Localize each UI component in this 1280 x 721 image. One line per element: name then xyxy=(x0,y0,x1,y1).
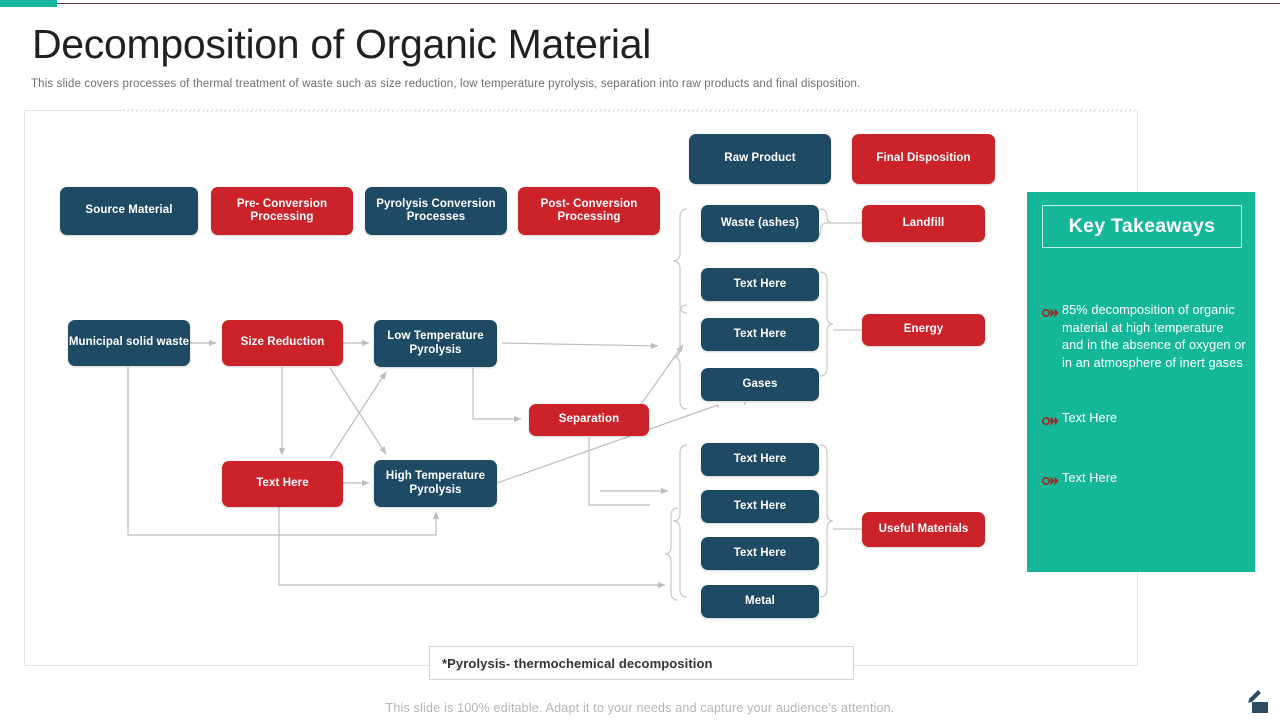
key-takeaways-title: Key Takeaways xyxy=(1068,215,1216,237)
key-takeaway-item[interactable]: Text Here xyxy=(1041,410,1247,428)
output-box-waste-ashes[interactable]: Waste (ashes) xyxy=(701,205,819,242)
teal-accent-bar xyxy=(0,0,57,7)
flow-node-label: High Temperature Pyrolysis xyxy=(385,470,486,496)
footnote-box: *Pyrolysis- thermochemical decomposition xyxy=(429,646,854,680)
output-box-text-here-4[interactable]: Text Here xyxy=(701,490,819,523)
double-chevron-bullet-icon xyxy=(1041,306,1062,320)
stage-box-pre-conversion-processing[interactable]: Pre- Conversion Processing xyxy=(211,187,353,235)
flow-node-label: Low Temperature Pyrolysis xyxy=(387,330,484,356)
stage-box-post-conversion-processing[interactable]: Post- Conversion Processing xyxy=(518,187,660,235)
disposition-label: Energy xyxy=(903,323,944,336)
flow-node-size-reduction[interactable]: Size Reduction xyxy=(222,320,343,366)
output-box-text-here-5[interactable]: Text Here xyxy=(701,537,819,570)
disposition-box-energy[interactable]: Energy xyxy=(862,314,985,346)
stage-box-pyrolysis-conversion-processes[interactable]: Pyrolysis Conversion Processes xyxy=(365,187,507,235)
flow-node-label: Separation xyxy=(558,413,620,426)
double-chevron-bullet-icon xyxy=(1041,414,1062,428)
key-takeaways-title-box: Key Takeaways xyxy=(1042,205,1242,248)
stage-label: Source Material xyxy=(85,204,173,217)
editable-note: This slide is 100% editable. Adapt it to… xyxy=(385,701,895,715)
key-takeaway-text: 85% decomposition of organic material at… xyxy=(1062,303,1246,370)
output-box-metal[interactable]: Metal xyxy=(701,585,819,618)
output-label: Text Here xyxy=(733,546,787,559)
flow-node-high-temperature-pyrolysis[interactable]: High Temperature Pyrolysis xyxy=(374,460,497,507)
pen-edit-icon[interactable] xyxy=(1246,686,1272,716)
output-label: Waste (ashes) xyxy=(720,216,800,229)
flow-node-separation[interactable]: Separation xyxy=(529,404,649,436)
output-label: Text Here xyxy=(733,499,787,512)
flow-node-label: Size Reduction xyxy=(240,336,325,349)
key-takeaway-item[interactable]: Text Here xyxy=(1041,470,1247,488)
header-rule xyxy=(57,3,1280,4)
frame-hatched-edge xyxy=(124,109,1136,112)
double-chevron-bullet-icon xyxy=(1041,474,1062,488)
output-label: Raw Product xyxy=(724,152,796,165)
output-label: Metal xyxy=(745,594,775,607)
output-label: Text Here xyxy=(733,327,787,340)
flow-node-text-here-left[interactable]: Text Here xyxy=(222,461,343,507)
flow-node-low-temperature-pyrolysis[interactable]: Low Temperature Pyrolysis xyxy=(374,320,497,367)
disposition-box-final-disposition[interactable]: Final Disposition xyxy=(852,134,995,184)
stage-label: Pre- Conversion Processing xyxy=(236,197,328,224)
disposition-label: Useful Materials xyxy=(878,522,969,535)
stage-label: Post- Conversion Processing xyxy=(540,197,638,224)
output-label: Gases xyxy=(742,377,778,390)
output-box-gases[interactable]: Gases xyxy=(701,368,819,401)
key-takeaway-text: Text Here xyxy=(1062,471,1118,486)
output-label: Text Here xyxy=(733,452,787,465)
output-box-text-here-3[interactable]: Text Here xyxy=(701,443,819,476)
disposition-box-landfill[interactable]: Landfill xyxy=(862,205,985,242)
page-title: Decomposition of Organic Material xyxy=(32,21,652,67)
key-takeaway-text: Text Here xyxy=(1062,411,1118,426)
flow-node-municipal-solid-waste[interactable]: Municipal solid waste xyxy=(68,320,190,366)
flow-node-label: Text Here xyxy=(256,477,309,490)
key-takeaway-item[interactable]: 85% decomposition of organic material at… xyxy=(1041,302,1247,372)
output-box-raw-product[interactable]: Raw Product xyxy=(689,134,831,184)
stage-box-source-material[interactable]: Source Material xyxy=(60,187,198,235)
frame-top-left-edge xyxy=(24,110,125,111)
stage-label: Pyrolysis Conversion Processes xyxy=(376,197,496,224)
flow-node-label: Municipal solid waste xyxy=(68,336,190,349)
key-takeaways-panel: Key Takeaways 85% decomposition of organ… xyxy=(1027,192,1255,572)
page-subtitle: This slide covers processes of thermal t… xyxy=(31,78,861,90)
key-takeaways-list: 85% decomposition of organic material at… xyxy=(1041,302,1247,488)
disposition-box-useful-materials[interactable]: Useful Materials xyxy=(862,512,985,547)
output-box-text-here-1[interactable]: Text Here xyxy=(701,268,819,301)
output-box-text-here-2[interactable]: Text Here xyxy=(701,318,819,351)
disposition-label: Landfill xyxy=(902,216,945,229)
footnote-text: *Pyrolysis- thermochemical decomposition xyxy=(442,655,713,671)
disposition-label: Final Disposition xyxy=(876,152,971,165)
output-label: Text Here xyxy=(733,277,787,290)
